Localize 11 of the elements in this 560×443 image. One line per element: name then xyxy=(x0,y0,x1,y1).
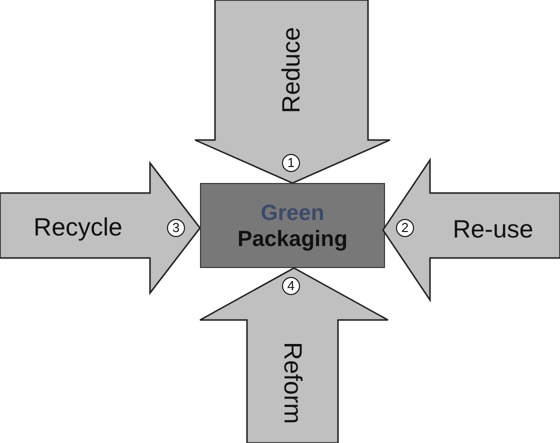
center-box xyxy=(200,183,385,268)
arrow-label: Reform xyxy=(280,342,304,424)
arrow-label: Reduce xyxy=(280,26,304,114)
block-arrow xyxy=(200,268,388,443)
arrow-label: Recycle xyxy=(34,216,122,240)
arrow-label: Re-use xyxy=(452,218,534,242)
block-arrow xyxy=(195,0,390,183)
box-title: Packaging xyxy=(237,226,348,251)
block-arrow xyxy=(0,163,200,293)
box-title: Green xyxy=(260,200,324,226)
block-arrow xyxy=(383,160,560,300)
